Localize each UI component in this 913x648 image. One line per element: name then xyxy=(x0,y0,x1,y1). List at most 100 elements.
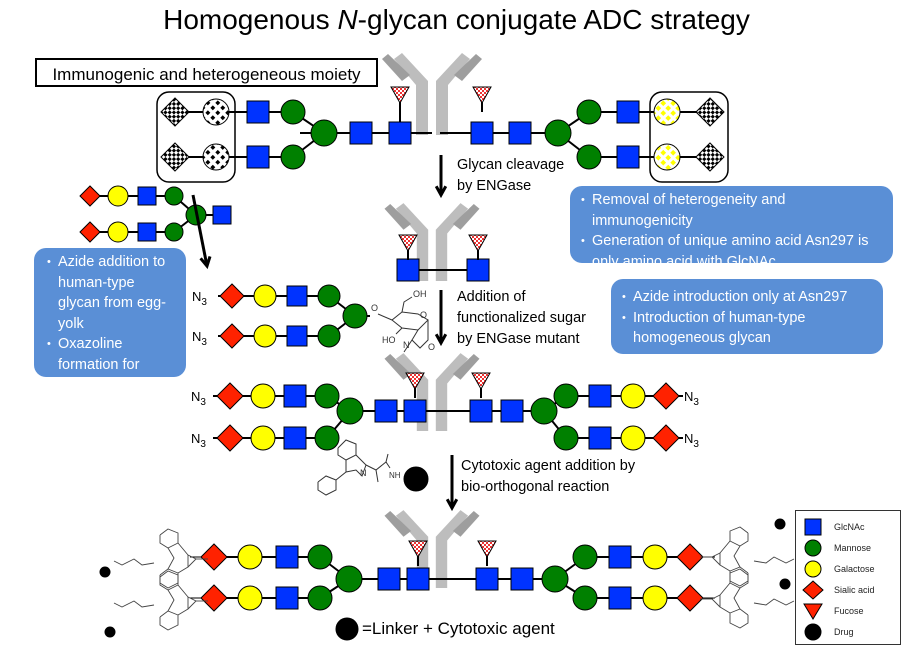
mannose-icon xyxy=(314,383,340,409)
antibody-light-chain-left xyxy=(382,54,410,81)
glcnac-icon xyxy=(510,567,534,591)
glcnac-icon xyxy=(275,586,299,610)
note-bullet: Generation of unique amino acid Asn297 i… xyxy=(581,231,885,272)
heterogeneous-galactose-icon xyxy=(653,143,681,171)
glcnac-icon xyxy=(246,145,270,169)
sialic-acid-icon xyxy=(216,382,244,410)
chem-bond xyxy=(711,552,721,566)
heterogeneous-sialic-icon xyxy=(160,97,190,127)
galactose-icon xyxy=(253,324,277,348)
sialic-acid-icon xyxy=(200,543,228,571)
azide-subscript: 3 xyxy=(200,397,206,408)
chem-bond xyxy=(411,320,429,349)
chem-bond xyxy=(187,596,197,610)
fucose-icon xyxy=(398,234,418,253)
legend-fucose-icon xyxy=(803,603,823,620)
chem-bond xyxy=(335,460,347,481)
step-line: by ENGase xyxy=(457,178,532,194)
mannose-icon xyxy=(164,186,184,206)
azide-n: N xyxy=(191,389,200,404)
sialic-acid-icon xyxy=(652,382,680,410)
step-line: Glycan cleavage xyxy=(457,157,565,173)
title-prefix: Homogenous xyxy=(163,4,338,35)
note-bullet: Azide introduction only at Asn297 xyxy=(622,287,875,308)
mannose-icon xyxy=(336,397,364,425)
chem-bond xyxy=(113,600,155,608)
chem-label-ho: HO xyxy=(382,335,396,345)
sialic-acid-icon xyxy=(79,221,101,243)
legend-glcnac: GlcNAc xyxy=(834,522,865,532)
drug-icon xyxy=(779,578,791,590)
chem-bond xyxy=(317,475,337,496)
chem-bond xyxy=(395,327,403,335)
mannose-icon xyxy=(307,544,333,570)
antibody-light-chain-right xyxy=(454,54,482,81)
chem-bond xyxy=(375,469,379,483)
sialic-acid-icon xyxy=(676,584,704,612)
mannose-icon xyxy=(310,119,338,147)
drug-icon xyxy=(774,518,786,530)
legend-drug-icon xyxy=(804,623,822,641)
arrow-head-icon xyxy=(445,498,459,512)
chem-label-o: O xyxy=(420,310,427,320)
glcnac-icon xyxy=(283,384,307,408)
glcnac-icon xyxy=(508,121,532,145)
drug-equation: =Linker + Cytotoxic agent xyxy=(362,619,555,638)
legend-drug: Drug xyxy=(834,627,854,637)
mannose-icon xyxy=(576,144,602,170)
antibody-icon xyxy=(384,353,480,431)
legend-symbols xyxy=(802,518,824,641)
title-italic: N xyxy=(337,4,358,35)
galactose-icon xyxy=(253,284,277,308)
glcnac-icon xyxy=(500,399,524,423)
drug-icon xyxy=(335,617,359,641)
galactose-icon xyxy=(642,585,668,611)
step-functionalized-sugar: Addition of functionalized sugar by ENGa… xyxy=(457,287,586,350)
glcnac-icon xyxy=(588,384,612,408)
legend: GlcNAc Mannose Galactose Sialic acid Fuc… xyxy=(795,510,901,645)
azide-subscript: 3 xyxy=(201,297,207,308)
galactose-icon xyxy=(250,383,276,409)
galactose-icon xyxy=(107,221,129,243)
heterogeneous-sugar-icon xyxy=(202,143,230,171)
glcnac-icon xyxy=(283,426,307,450)
fucose-icon xyxy=(408,540,428,559)
sialic-acid-icon xyxy=(219,323,245,349)
step-line: by ENGase mutant xyxy=(457,331,580,347)
arrow-head-icon xyxy=(199,256,212,270)
glcnac-icon xyxy=(588,426,612,450)
azide-n: N xyxy=(684,389,693,404)
legend-glcnac-icon xyxy=(804,518,822,536)
chem-bond xyxy=(177,542,189,574)
chem-bond xyxy=(177,584,189,616)
glcnac-icon xyxy=(608,586,632,610)
legend-sialic-acid-icon xyxy=(802,580,824,600)
legend-mannose: Mannose xyxy=(834,543,872,553)
chem-bond xyxy=(159,528,179,549)
heterogeneous-sialic-icon xyxy=(160,142,190,172)
heterogeneous-sugar-icon xyxy=(202,98,230,126)
glcnac-icon xyxy=(275,545,299,569)
legend-galactose-icon xyxy=(804,560,822,578)
chem-label-o: O xyxy=(371,303,378,313)
glcnac-icon xyxy=(403,399,427,423)
drug-icon xyxy=(99,566,111,578)
fucose-icon xyxy=(477,540,497,559)
mannose-icon xyxy=(280,144,306,170)
antibody-heavy-chain-right xyxy=(435,510,469,588)
immunogenic-moiety-label: Immunogenic and heterogeneous moiety xyxy=(35,58,378,87)
chem-label-n: N xyxy=(403,340,410,350)
glcnac-icon xyxy=(388,121,412,145)
glcnac-icon xyxy=(286,285,308,307)
note-bullet: Introduction of human-type homogeneous g… xyxy=(622,308,875,349)
step-line: functionalized sugar xyxy=(457,310,586,326)
glcnac-icon xyxy=(616,145,640,169)
azide-subscript: 3 xyxy=(201,337,207,348)
antibody-icon xyxy=(384,203,480,281)
chem-bond xyxy=(345,454,367,477)
mannose-icon xyxy=(530,397,558,425)
azide-n: N xyxy=(192,289,201,304)
antibody-light-chain-left xyxy=(384,511,412,537)
chem-label-o: O xyxy=(428,342,435,352)
